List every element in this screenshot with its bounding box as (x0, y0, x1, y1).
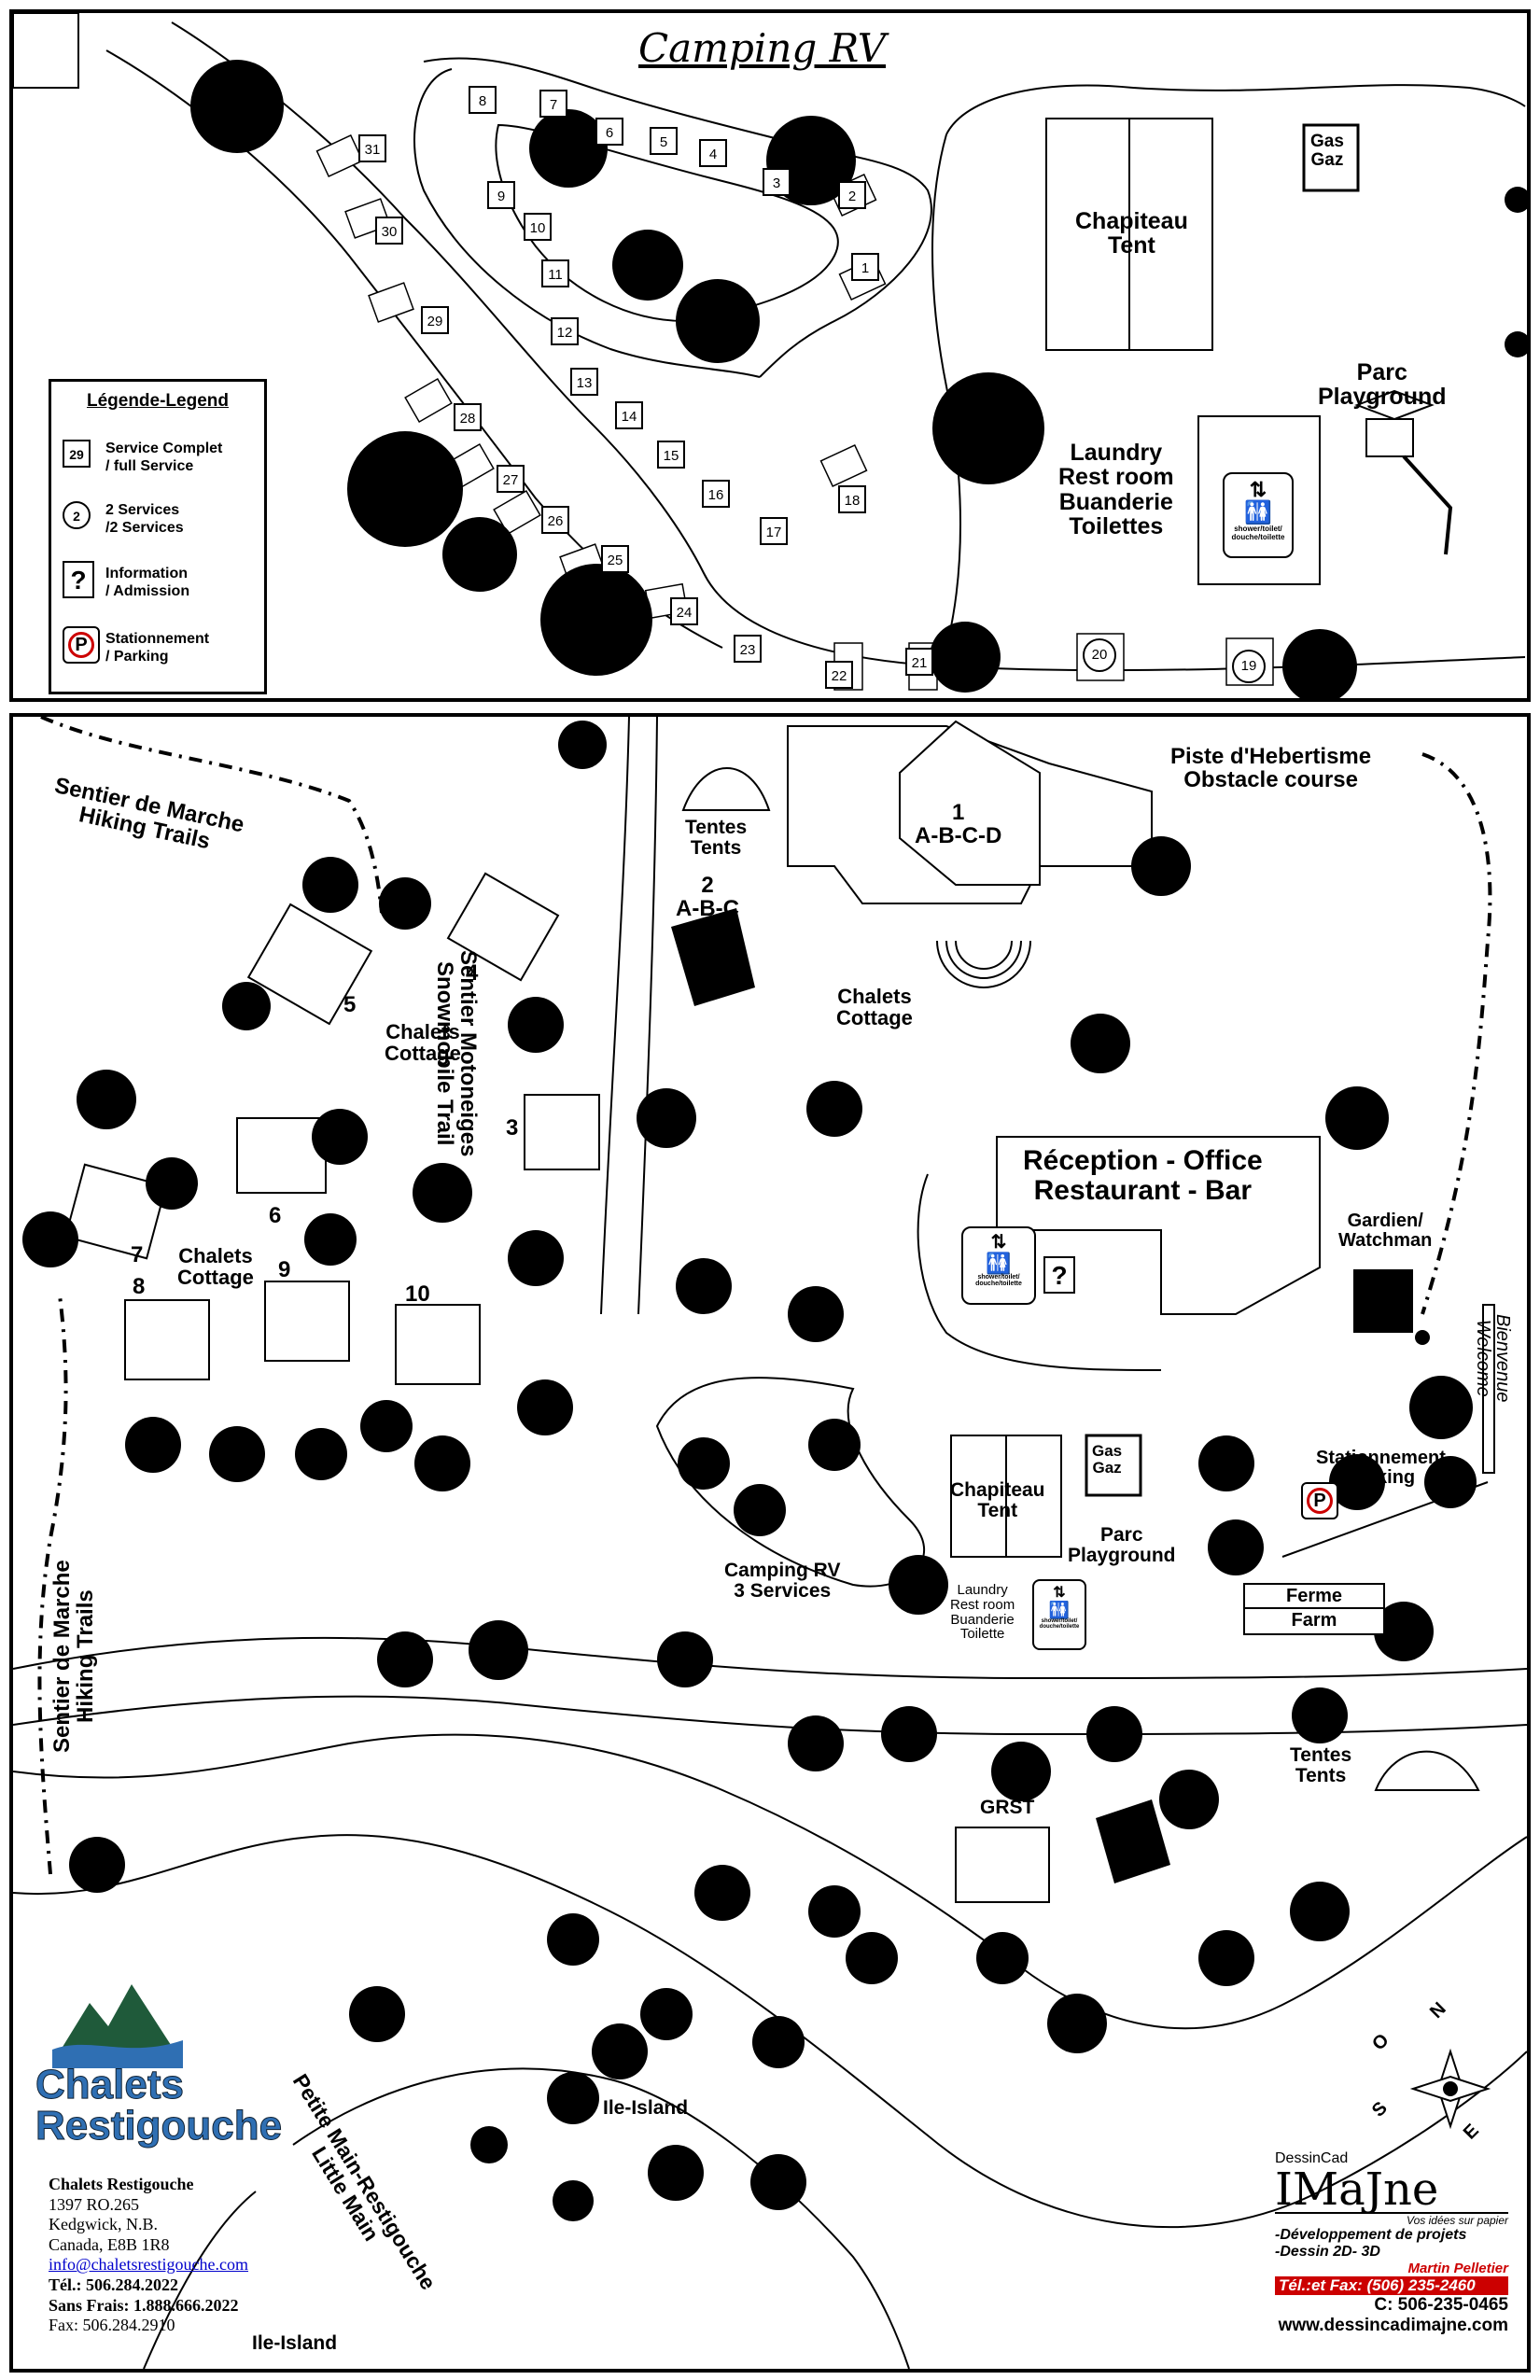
restroom-icon: ⇅ 🚻 shower/toilet/ douche/toilette (961, 1226, 1036, 1305)
site-marker: 13 (570, 368, 598, 396)
site-marker: 17 (760, 517, 788, 545)
island-label: Ile-Island (603, 2097, 689, 2119)
lodge-building (787, 720, 1153, 988)
site-marker: 23 (734, 635, 762, 663)
site-marker: 19 (1232, 650, 1266, 683)
site-marker: 11 (541, 259, 569, 287)
site-map-drawing (13, 717, 1527, 2369)
site-marker: 15 (657, 441, 685, 469)
big-tent-top (1045, 118, 1213, 351)
chalets (63, 872, 600, 1385)
site-marker: 3 (763, 168, 791, 196)
site-marker: 5 (650, 127, 678, 155)
site-marker: 26 (541, 506, 569, 534)
information-icon: ? (1043, 1256, 1075, 1294)
site-marker: 29 (421, 306, 449, 334)
site-marker: 20 (1083, 638, 1116, 672)
site-marker: 22 (825, 661, 853, 689)
site-marker: 8 (469, 86, 497, 114)
site-marker: 28 (454, 403, 482, 431)
site-marker: 31 (358, 134, 386, 162)
chalet-number: 7 (131, 1242, 144, 1267)
site-marker: 7 (539, 90, 567, 118)
site-marker: 25 (601, 545, 629, 573)
chalet-number: 9 (278, 1257, 291, 1282)
chalet-number: 8 (133, 1274, 146, 1299)
chalet-number: 4 (466, 960, 479, 986)
legend: Légende-Legend 29 Service Complet/ full … (49, 379, 267, 694)
contact-block: Chalets Restigouche 1397 RO.265 Kedgwick… (49, 2175, 249, 2335)
site-marker: 14 (615, 401, 643, 429)
map-title: Camping RV (638, 25, 887, 71)
grst-label: GRST (980, 1797, 1035, 1818)
designer-credit: DessinCad IMaJne Vos idées sur papier -D… (1275, 2150, 1508, 2335)
watchman-label: Gardien/Watchman (1338, 1211, 1433, 1251)
tent-icon (681, 767, 771, 811)
site-marker: 4 (699, 139, 727, 167)
site-marker: 6 (595, 118, 623, 146)
email-link[interactable]: info@chaletsrestigouche.com (49, 2255, 249, 2275)
site-marker: 24 (670, 597, 698, 625)
chalet-number: 10 (405, 1281, 430, 1307)
camping-rv-map-panel: Camping RV 1 2 3 4 5 6 7 8 9 10 11 12 13… (9, 9, 1531, 702)
chalet-number: 5 (343, 992, 357, 1017)
restroom-icon: ⇅ 🚻 shower/toilet/ douche/toilette (1223, 472, 1294, 558)
gas-station-top (1302, 123, 1360, 192)
compass-rose (1409, 2048, 1491, 2130)
trees-top (190, 60, 1527, 698)
restroom-icon: ⇅ 🚻 shower/toilet/ douche/toilette (1032, 1579, 1086, 1650)
trees-bottom (22, 721, 1477, 2221)
site-marker: 12 (551, 317, 579, 345)
site-marker: 21 (905, 648, 933, 676)
camping-rv-map-drawing (13, 13, 1527, 698)
parking-icon: P (1301, 1482, 1338, 1519)
chalet-number: 3 (506, 1115, 519, 1141)
watchman-hut (1353, 1269, 1413, 1333)
logo-mountains-icon (52, 1984, 183, 2068)
island-label-2: Ile-Island (252, 2332, 338, 2354)
site-marker: 2 (838, 181, 866, 209)
site-marker: 10 (524, 213, 552, 241)
website-link[interactable]: www.dessincadimajne.com (1278, 2316, 1508, 2335)
chalet-number: 6 (269, 1203, 282, 1228)
parking-icon: P (63, 626, 100, 664)
site-marker: 9 (487, 181, 515, 209)
site-marker: 30 (375, 217, 403, 245)
site-marker: 1 (851, 253, 879, 281)
site-marker: 27 (497, 465, 525, 493)
playground-icon (1354, 389, 1453, 555)
site-marker: 16 (702, 480, 730, 508)
hut-2 (671, 908, 755, 1006)
site-marker: 18 (838, 485, 866, 513)
